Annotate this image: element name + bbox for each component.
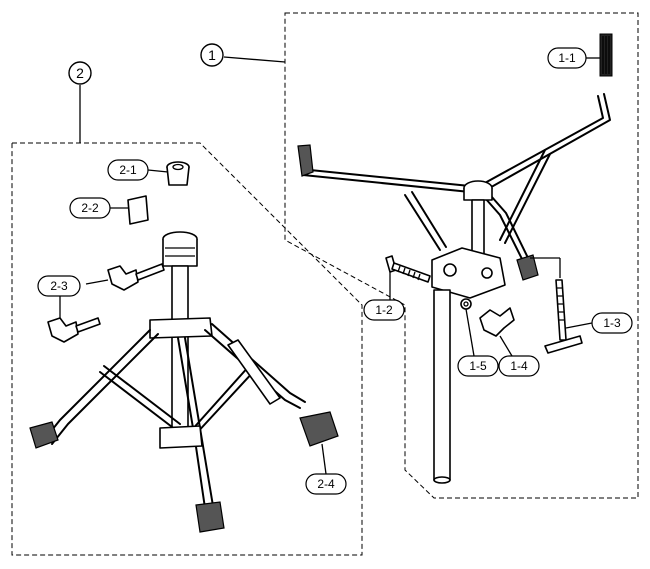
group-2-number-circle xyxy=(68,61,92,85)
part-2-2-sleeve xyxy=(127,195,149,225)
label-1-2: 1-2 xyxy=(363,299,405,321)
part-1-2-bolt xyxy=(385,255,431,283)
part-2-3-wing-bolt-upper xyxy=(107,263,165,291)
svg-text:1-5: 1-5 xyxy=(469,359,487,373)
svg-text:2-2: 2-2 xyxy=(81,201,99,215)
group-1-number-circle xyxy=(200,43,224,67)
group-1-number: 1 xyxy=(208,47,216,63)
part-1-4-wing-nut xyxy=(479,307,515,337)
label-2-3: 2-3 xyxy=(37,275,81,297)
part-2-1-leader xyxy=(147,169,169,173)
label-2-1: 2-1 xyxy=(107,159,149,181)
stand-base xyxy=(29,231,339,533)
part-1-5-leader xyxy=(465,308,475,357)
part-2-3-leader-upper xyxy=(85,279,109,285)
svg-text:1-3: 1-3 xyxy=(603,316,621,330)
group-2-boundary xyxy=(11,142,363,556)
part-2-3-wing-bolt-lower xyxy=(47,317,101,343)
svg-text:1-2: 1-2 xyxy=(375,303,393,317)
part-2-1-bushing xyxy=(166,161,190,186)
label-1-4: 1-4 xyxy=(498,355,540,377)
part-1-3-t-bolt xyxy=(544,279,583,354)
label-2-2: 2-2 xyxy=(69,197,111,219)
part-1-4-leader xyxy=(499,335,513,357)
svg-text:1-4: 1-4 xyxy=(510,359,528,373)
svg-text:2-1: 2-1 xyxy=(119,163,137,177)
group-1-leader xyxy=(223,56,286,63)
group-2-number: 2 xyxy=(76,65,84,81)
label-1-3: 1-3 xyxy=(591,312,633,334)
svg-text:1-1: 1-1 xyxy=(558,51,576,65)
group-1-boundary xyxy=(284,12,639,499)
part-1-5-washer xyxy=(460,298,472,310)
label-2-4: 2-4 xyxy=(305,473,347,495)
part-2-4-leader xyxy=(321,443,327,475)
svg-text:2-3: 2-3 xyxy=(50,279,68,293)
svg-text:2-4: 2-4 xyxy=(317,477,335,491)
part-1-1-rubber-pad xyxy=(599,33,613,77)
snare-basket xyxy=(297,93,611,484)
part-1-3-leader xyxy=(565,322,593,329)
label-1-1: 1-1 xyxy=(547,47,587,69)
label-1-5: 1-5 xyxy=(457,355,499,377)
